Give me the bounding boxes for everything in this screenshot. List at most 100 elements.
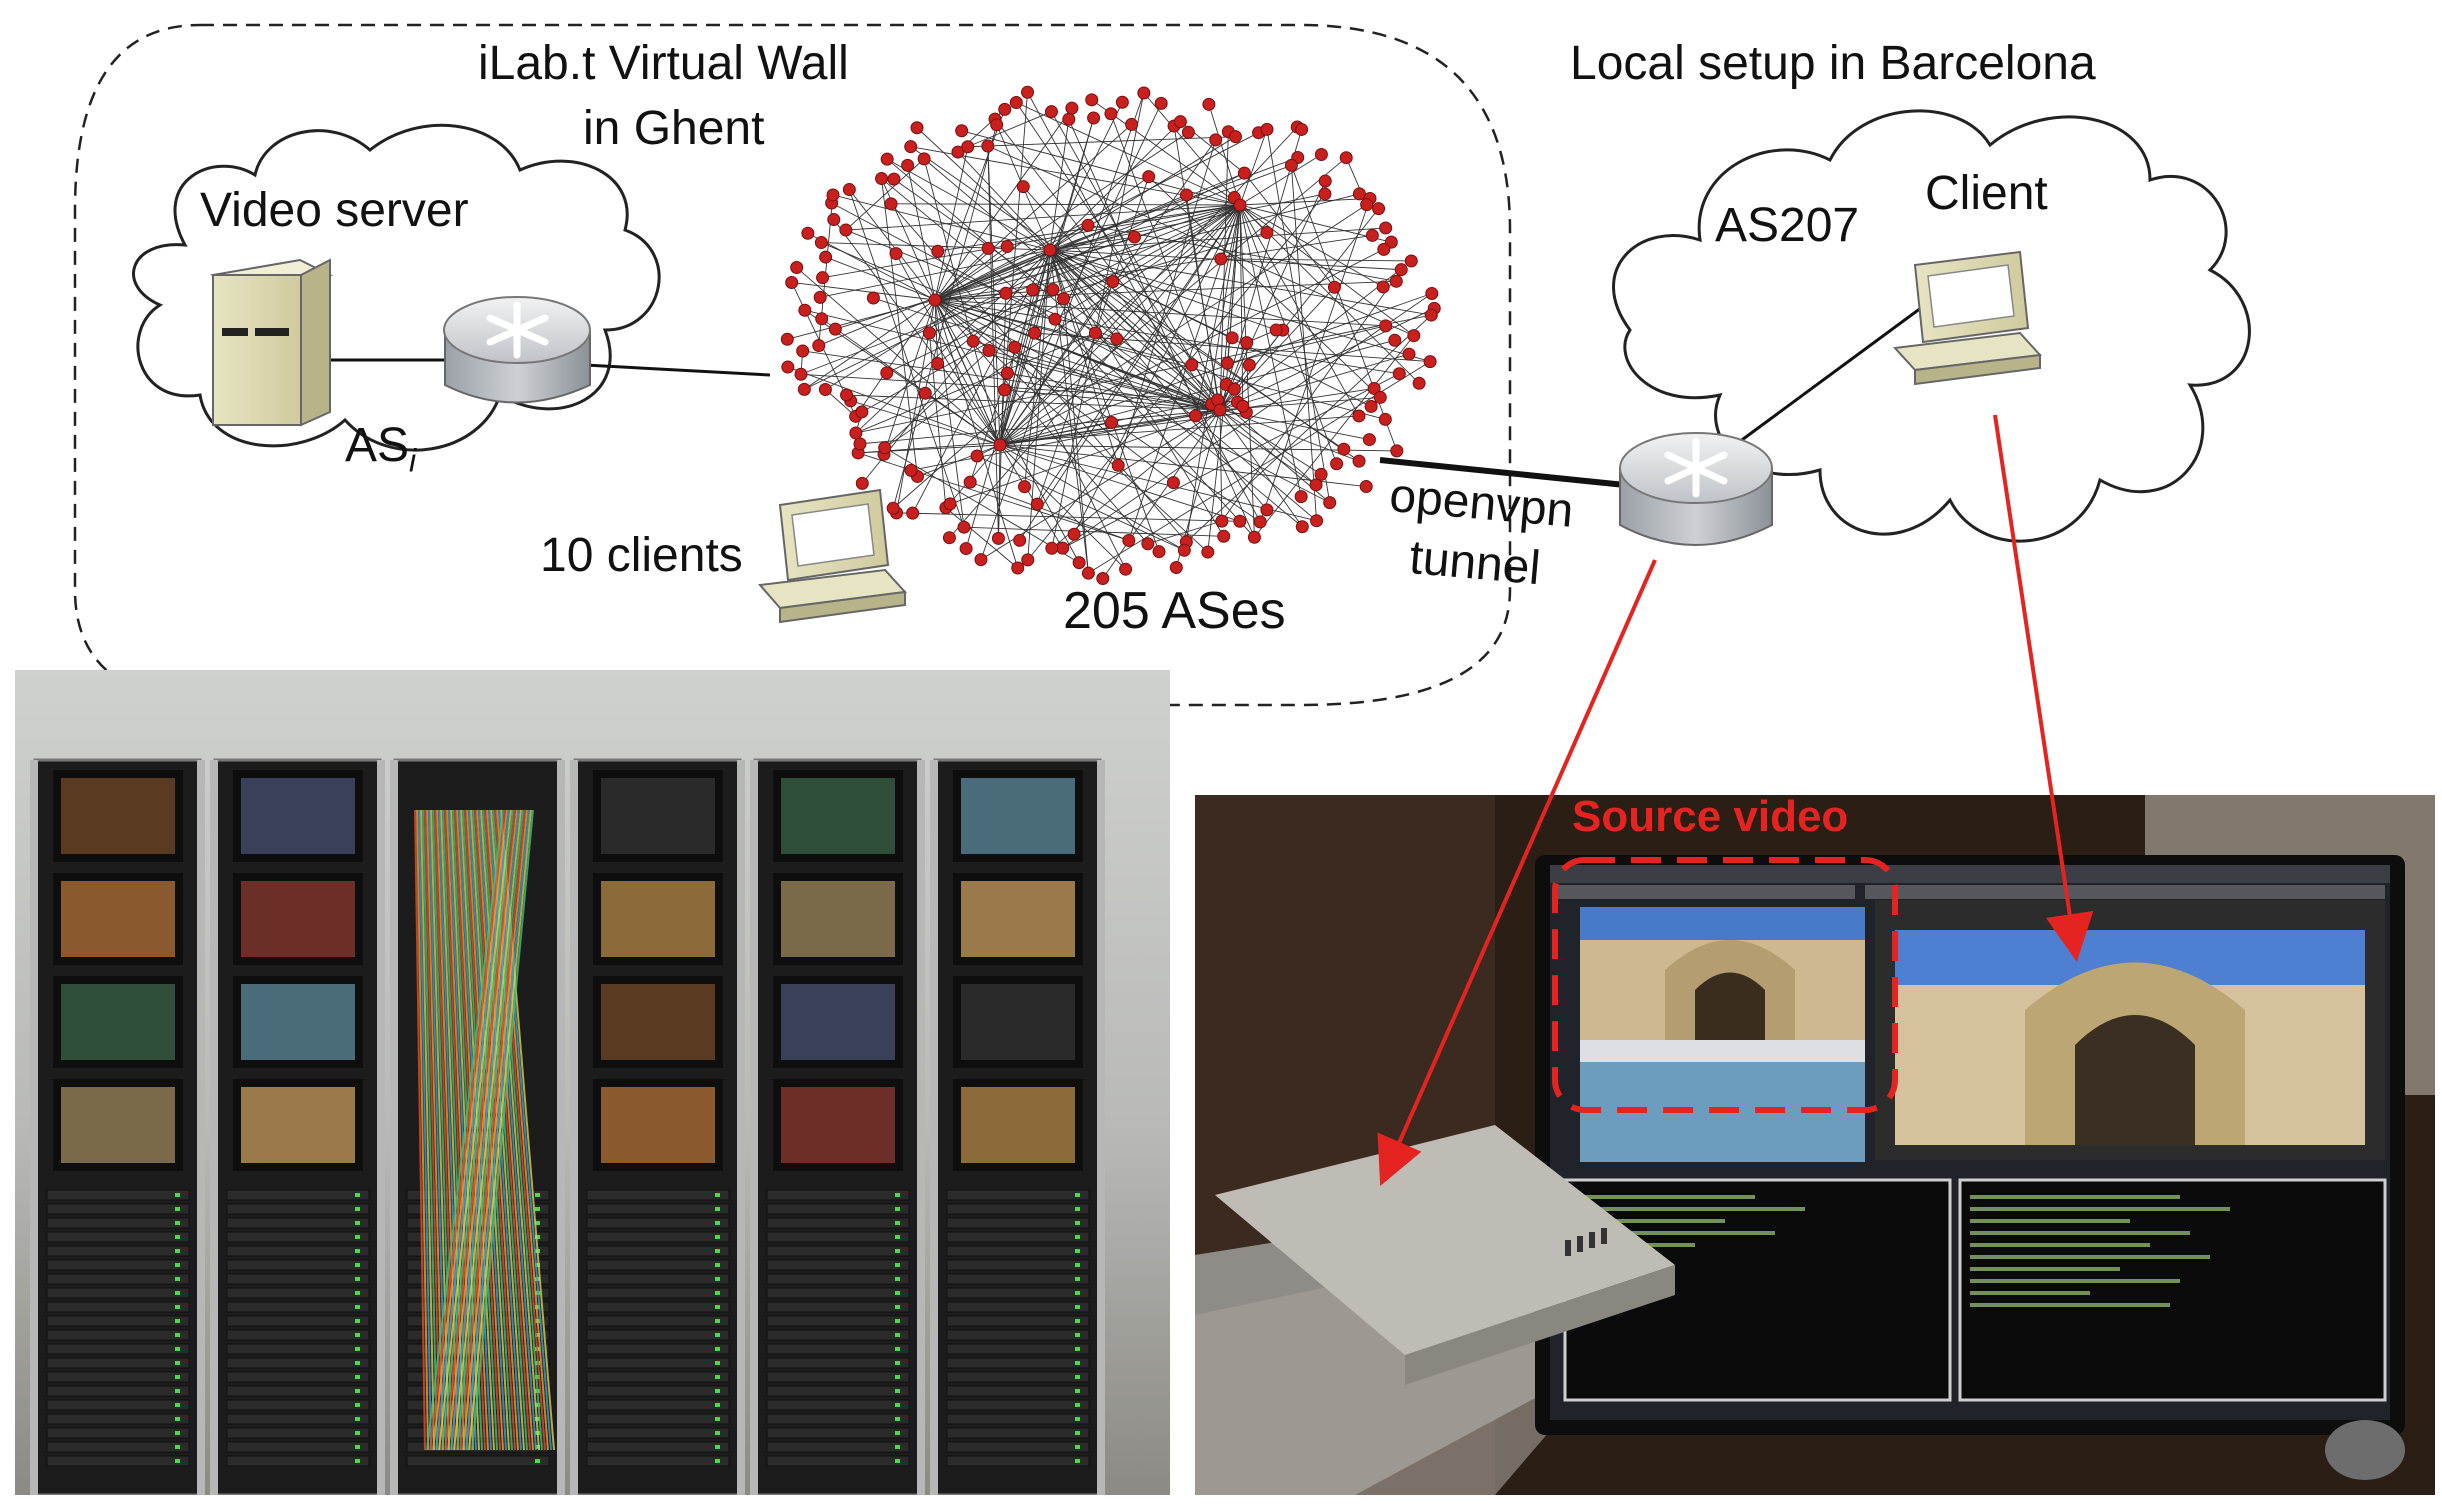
graph-node [981, 241, 995, 255]
rack-server-unit [46, 1259, 190, 1271]
graph-node [906, 506, 920, 520]
rack-led [1075, 1431, 1080, 1435]
graph-node [1247, 530, 1261, 544]
graph-edge [890, 203, 1187, 543]
graph-node [849, 426, 863, 440]
graph-node [1228, 130, 1242, 144]
graph-node [1225, 331, 1239, 345]
patch-cable [462, 809, 528, 1451]
rack-rail [377, 760, 385, 1495]
rack-led [175, 1347, 180, 1351]
rack-led [355, 1277, 360, 1281]
graph-node [1260, 122, 1274, 136]
rack-led [535, 1235, 540, 1239]
graph-node [1125, 117, 1139, 131]
graph-edge [965, 249, 1051, 549]
rack-led [535, 1193, 540, 1197]
graph-edge [934, 299, 1386, 327]
rack-server-unit [586, 1245, 730, 1257]
graph-node [1407, 329, 1421, 343]
rack-led [1075, 1235, 1080, 1239]
rack-server-unit [586, 1203, 730, 1215]
graph-node [1314, 148, 1328, 162]
rack-monitor-screen [961, 881, 1075, 957]
graph-edge [994, 118, 1221, 411]
graph-edge [1186, 194, 1219, 400]
patch-cable [441, 809, 514, 1451]
graph-edge [1239, 204, 1360, 417]
graph-edge [1007, 372, 1221, 411]
rack-led [175, 1277, 180, 1281]
rack-led [895, 1235, 900, 1239]
rack-server-unit [226, 1245, 370, 1257]
rack-led [175, 1305, 180, 1309]
graph-node [1009, 96, 1023, 110]
graph-edge [1049, 249, 1431, 363]
patch-cable [438, 809, 512, 1451]
rack-server-unit [586, 1287, 730, 1299]
graph-node [928, 293, 942, 307]
graph-edge [825, 249, 1051, 390]
graph-node [1309, 478, 1323, 492]
graph-edge [999, 204, 1367, 446]
rack-server-unit [46, 1399, 190, 1411]
rack-server-unit [226, 1413, 370, 1425]
rack-led [355, 1389, 360, 1393]
graph-edge [1266, 129, 1331, 503]
virtual-wall-title-line1: iLab.t Virtual Wall [478, 37, 849, 90]
graph-edge [1049, 249, 1064, 299]
graph-node [1088, 326, 1102, 340]
graph-edge [999, 249, 1051, 446]
graph-node [1081, 218, 1095, 232]
rack-led [355, 1375, 360, 1379]
graph-node [1404, 254, 1418, 268]
graph-edge [1254, 335, 1415, 538]
graph-node [961, 140, 975, 154]
rack-server-unit [586, 1273, 730, 1285]
graph-node [1154, 96, 1168, 110]
rack-monitor-screen [961, 1087, 1075, 1163]
rack-monitor-screen [781, 984, 895, 1060]
graph-edge [1091, 99, 1241, 206]
graph-edge [999, 293, 1432, 446]
graph-edge [934, 131, 1189, 301]
graph-node [798, 303, 812, 317]
rack-led [535, 1221, 540, 1225]
rack-monitor-screen [241, 881, 355, 957]
rack-server-unit [226, 1357, 370, 1369]
graph-edge [1102, 409, 1221, 579]
rack-led [895, 1193, 900, 1197]
rack-server-unit [586, 1315, 730, 1327]
graph-node [1284, 158, 1298, 172]
graph-node [1379, 221, 1393, 235]
rack-monitor-screen [241, 1087, 355, 1163]
rack-led [355, 1291, 360, 1295]
graph-node [1105, 416, 1119, 430]
graph-node [1045, 541, 1059, 555]
graph-node [1046, 283, 1060, 297]
graph-node [970, 449, 984, 463]
graph-edge [825, 389, 856, 417]
rack-server-unit [946, 1343, 1090, 1355]
graph-node [828, 322, 842, 336]
graph-edge [796, 267, 1001, 446]
graph-node [855, 476, 869, 490]
rack-led [895, 1347, 900, 1351]
graph-node [1373, 390, 1387, 404]
graph-edge [1063, 298, 1089, 574]
rack-led [715, 1291, 720, 1295]
rack-led [535, 1403, 540, 1407]
rack-server-unit [586, 1371, 730, 1383]
rack-server-unit [226, 1301, 370, 1313]
graph-node [1111, 458, 1125, 472]
graph-node [1048, 312, 1062, 326]
graph-edge [999, 411, 1247, 446]
graph-edge [934, 224, 1089, 301]
graph-edge [999, 444, 1126, 570]
patch-cable [429, 809, 506, 1451]
graph-edge [1027, 249, 1051, 560]
graph-node [1096, 572, 1110, 586]
rack-rail [390, 760, 398, 1495]
graph-edge [1219, 204, 1241, 411]
client-label: Client [1925, 167, 2048, 220]
